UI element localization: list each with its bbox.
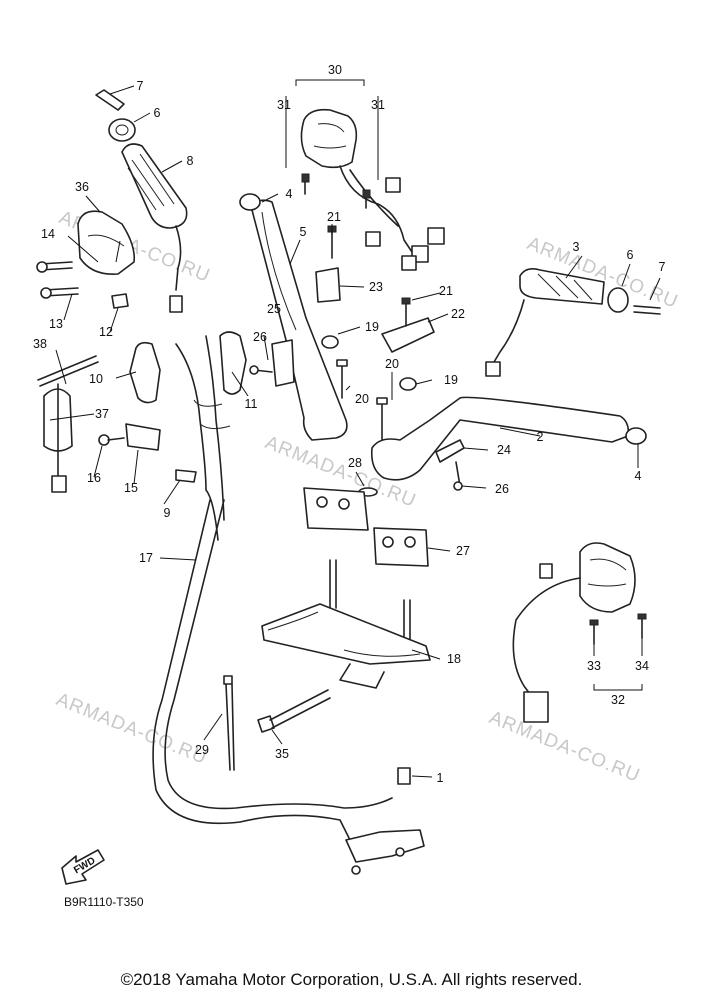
callout-21-right: 21 xyxy=(439,284,453,298)
callout-16: 16 xyxy=(87,471,101,485)
callout-13: 13 xyxy=(49,317,63,331)
callout-29: 29 xyxy=(195,743,209,757)
holder-10 xyxy=(129,341,161,404)
bottle-37 xyxy=(43,383,73,493)
screw-33 xyxy=(589,619,599,645)
collar-12 xyxy=(111,293,129,309)
handlebar-2 xyxy=(370,396,630,481)
screw-7-left xyxy=(95,89,125,111)
callouts: 7 6 8 36 14 13 12 38 10 11 37 16 15 9 17… xyxy=(33,63,665,785)
switch-32 xyxy=(512,542,636,723)
bolt-20-left xyxy=(336,359,348,399)
holder-27 xyxy=(303,487,429,567)
screw-31-left xyxy=(301,173,310,195)
holder-11 xyxy=(219,331,247,395)
watermark: ARMADA-CO.RU xyxy=(53,689,210,769)
right-switch-upper xyxy=(300,108,445,271)
bracket-18 xyxy=(261,559,431,689)
part-code: B9R1110-T350 xyxy=(64,895,144,909)
bracket-23 xyxy=(315,267,341,303)
callout-20-left: 20 xyxy=(355,392,369,406)
clip-9 xyxy=(175,469,197,483)
screw-34 xyxy=(637,613,647,639)
callout-6-right: 6 xyxy=(627,248,634,262)
callout-4-left: 4 xyxy=(286,187,293,201)
plug-4-right xyxy=(625,427,647,445)
callout-8: 8 xyxy=(187,154,194,168)
callout-10: 10 xyxy=(89,372,103,386)
callout-1: 1 xyxy=(437,771,444,785)
callout-18: 18 xyxy=(447,652,461,666)
callout-25: 25 xyxy=(267,302,281,316)
callout-37: 37 xyxy=(95,407,109,421)
callout-4-right: 4 xyxy=(635,469,642,483)
copyright-text: ©2018 Yamaha Motor Corporation, U.S.A. A… xyxy=(120,970,583,989)
throttle-cables xyxy=(175,335,231,541)
screw-26-right xyxy=(453,461,463,491)
handlebar-5 xyxy=(251,199,348,441)
callout-26-left: 26 xyxy=(253,330,267,344)
callout-35: 35 xyxy=(275,747,289,761)
callout-6: 6 xyxy=(154,106,161,120)
callout-22: 22 xyxy=(451,307,465,321)
callout-12: 12 xyxy=(99,325,113,339)
callout-38: 38 xyxy=(33,337,47,351)
callout-36: 36 xyxy=(75,180,89,194)
callout-14: 14 xyxy=(41,227,55,241)
callout-19-right: 19 xyxy=(444,373,458,387)
cap-6-right xyxy=(607,287,629,313)
callout-3: 3 xyxy=(573,240,580,254)
nut-19-right xyxy=(399,377,417,391)
callout-21-left: 21 xyxy=(327,210,341,224)
callout-24: 24 xyxy=(497,443,511,457)
plug-4-left xyxy=(239,193,261,211)
callout-9: 9 xyxy=(164,506,171,520)
callout-31-left: 31 xyxy=(277,98,291,112)
tie-29 xyxy=(223,675,235,771)
screw-16 xyxy=(98,434,125,446)
bolt-21-right xyxy=(401,297,411,327)
callout-15: 15 xyxy=(124,481,138,495)
grip-8-left xyxy=(121,143,188,313)
cap-6-left xyxy=(108,118,136,142)
callout-20-right: 20 xyxy=(385,357,399,371)
screw-13 xyxy=(40,287,79,299)
tie-38 xyxy=(37,355,99,387)
clamp-25 xyxy=(271,339,295,387)
tie-35 xyxy=(257,689,331,733)
left-cover-36 xyxy=(77,210,136,275)
callout-33: 33 xyxy=(587,659,601,673)
callout-31-right: 31 xyxy=(371,98,385,112)
callout-26-right: 26 xyxy=(495,482,509,496)
callout-7-right: 7 xyxy=(659,260,666,274)
callout-11: 11 xyxy=(245,397,258,411)
callout-7: 7 xyxy=(137,79,144,93)
fwd-arrow-icon: FWD xyxy=(61,849,105,885)
callout-34: 34 xyxy=(635,659,649,673)
bracket-22 xyxy=(381,317,435,353)
callout-30: 30 xyxy=(328,63,342,77)
callout-19-left: 19 xyxy=(365,320,379,334)
cable-17 xyxy=(152,499,393,849)
callout-32: 32 xyxy=(611,693,625,707)
fitting-1 xyxy=(345,767,425,875)
callout-2: 2 xyxy=(537,430,544,444)
callout-17: 17 xyxy=(139,551,153,565)
bolt-20-right xyxy=(376,397,388,441)
callout-27: 27 xyxy=(456,544,470,558)
callout-5: 5 xyxy=(300,225,307,239)
screw-26-left xyxy=(249,365,273,375)
screw-14 xyxy=(36,261,73,273)
watermark: ARMADA-CO.RU xyxy=(486,707,643,787)
screw-7-right xyxy=(633,305,661,315)
callout-28: 28 xyxy=(348,456,362,470)
switch-15 xyxy=(125,423,161,451)
leader-lines xyxy=(49,79,661,778)
nut-19-left xyxy=(321,335,339,349)
screw-31-right xyxy=(362,189,371,209)
callout-23: 23 xyxy=(369,280,383,294)
grip-3-right xyxy=(485,268,605,377)
